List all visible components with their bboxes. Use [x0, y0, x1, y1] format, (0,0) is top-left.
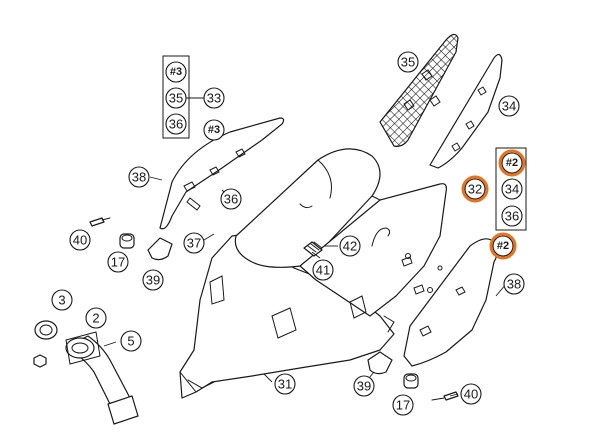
svg-text:#2: #2 — [506, 157, 518, 169]
callout-36-box-right: 36 — [501, 205, 523, 227]
svg-text:#3: #3 — [208, 124, 220, 136]
callout-40-left: 40 — [69, 229, 91, 251]
callout-17-right: 17 — [392, 394, 414, 416]
svg-text:5: 5 — [127, 334, 134, 349]
callout-ref-2-box: #2 — [498, 149, 526, 177]
svg-text:31: 31 — [278, 377, 292, 392]
callout-39-right: 39 — [353, 375, 375, 397]
svg-text:#3: #3 — [170, 66, 182, 78]
callout-42: 42 — [339, 235, 361, 257]
bushing-right-part — [403, 373, 419, 389]
svg-text:35: 35 — [401, 55, 415, 70]
silencer-body-part — [179, 148, 447, 399]
svg-text:3: 3 — [58, 293, 65, 308]
callout-34-top: 34 — [498, 95, 520, 117]
callout-ref-3-box: #3 — [165, 61, 187, 83]
svg-text:34: 34 — [505, 182, 519, 197]
callout-35-box: 35 — [165, 87, 187, 109]
callout-33: 33 — [203, 87, 225, 109]
svg-text:36: 36 — [505, 209, 519, 224]
callout-36-box-left: 36 — [165, 113, 187, 135]
svg-text:36: 36 — [224, 192, 238, 207]
header-pipe-part — [65, 331, 139, 425]
callout-34-box: 34 — [501, 178, 523, 200]
bracket-right-part — [367, 351, 393, 375]
callout-17-left: 17 — [107, 251, 129, 273]
callout-36-left: 36 — [220, 188, 242, 210]
group-box-left — [162, 55, 190, 139]
callout-5: 5 — [120, 330, 142, 352]
bracket-left-part — [147, 237, 173, 261]
left-heat-shield-part — [159, 117, 285, 230]
callout-ref-3-free: #3 — [203, 119, 225, 141]
svg-text:37: 37 — [187, 236, 201, 251]
svg-text:40: 40 — [73, 233, 87, 248]
svg-text:38: 38 — [507, 277, 521, 292]
callout-38-left: 38 — [128, 166, 150, 188]
svg-text:32: 32 — [468, 182, 482, 197]
callout-37: 37 — [183, 232, 205, 254]
callout-35-top: 35 — [397, 51, 419, 73]
svg-text:2: 2 — [92, 311, 99, 326]
bolt-left-part — [89, 217, 111, 227]
side-heat-shield-part — [429, 53, 503, 169]
bushing-left-part — [119, 233, 135, 249]
callout-31: 31 — [274, 373, 296, 395]
svg-text:39: 39 — [146, 273, 160, 288]
svg-text:38: 38 — [132, 170, 146, 185]
svg-text:39: 39 — [357, 379, 371, 394]
svg-text:41: 41 — [316, 263, 330, 278]
callout-3: 3 — [51, 289, 73, 311]
callout-40-right: 40 — [460, 383, 482, 405]
svg-text:17: 17 — [396, 398, 410, 413]
bolt-right-part — [431, 391, 459, 401]
svg-text:#2: #2 — [497, 240, 509, 252]
svg-text:36: 36 — [169, 117, 183, 132]
svg-text:34: 34 — [502, 99, 516, 114]
nut-left-part — [33, 354, 47, 368]
callout-2: 2 — [85, 307, 107, 329]
svg-text:42: 42 — [343, 239, 357, 254]
callout-38-right: 38 — [503, 273, 525, 295]
callout-41: 41 — [312, 259, 334, 281]
svg-text:35: 35 — [169, 91, 183, 106]
svg-text:40: 40 — [464, 387, 478, 402]
gasket-part — [34, 320, 58, 340]
mesh-heat-guard-part — [379, 33, 459, 147]
svg-text:33: 33 — [207, 91, 221, 106]
callout-ref-2-free: #2 — [489, 232, 517, 260]
callout-32: 32 — [461, 175, 489, 203]
svg-text:17: 17 — [111, 255, 125, 270]
group-box-right — [495, 147, 527, 231]
callout-39-left: 39 — [142, 269, 164, 291]
